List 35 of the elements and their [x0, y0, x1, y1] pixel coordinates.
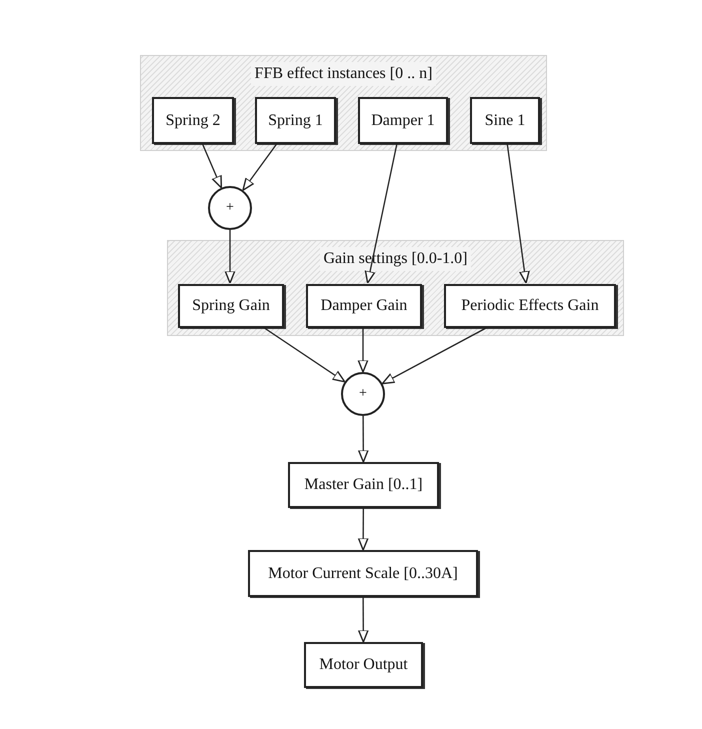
process-box — [444, 284, 616, 328]
arrow — [358, 416, 369, 463]
group-panel — [167, 240, 624, 336]
arrow — [382, 326, 488, 384]
node-label: Motor Current Scale [0..30A] — [268, 564, 458, 584]
node-label: Sine 1 — [484, 110, 526, 130]
node-label: Motor Output — [319, 655, 408, 675]
node-label: Damper Gain — [320, 296, 408, 316]
process-box — [358, 97, 448, 144]
node-label: + — [359, 385, 367, 403]
process-box — [306, 284, 422, 328]
arrow — [358, 597, 369, 643]
process-box — [152, 97, 234, 144]
arrow — [224, 230, 236, 284]
group-panel — [140, 55, 547, 151]
arrow — [358, 508, 369, 551]
arrow — [506, 142, 530, 284]
node-label: Damper 1 — [371, 110, 435, 130]
node-label: Master Gain [0..1] — [304, 475, 423, 495]
process-box — [470, 97, 540, 144]
node-label: Periodic Effects Gain — [461, 296, 599, 316]
node-label: + — [226, 199, 234, 217]
process-box — [288, 462, 439, 508]
process-box — [255, 97, 336, 144]
node-label: Spring 1 — [268, 110, 323, 130]
node-label: Spring 2 — [166, 110, 220, 130]
node-label: Spring Gain — [192, 296, 270, 316]
arrow — [358, 327, 368, 373]
arrow — [242, 142, 278, 191]
process-box — [248, 550, 478, 597]
group-title: FFB effect instances [0 .. n] — [254, 65, 432, 82]
arrow — [202, 142, 222, 188]
arrow — [262, 326, 346, 382]
process-box — [304, 642, 423, 688]
process-box — [178, 284, 284, 328]
